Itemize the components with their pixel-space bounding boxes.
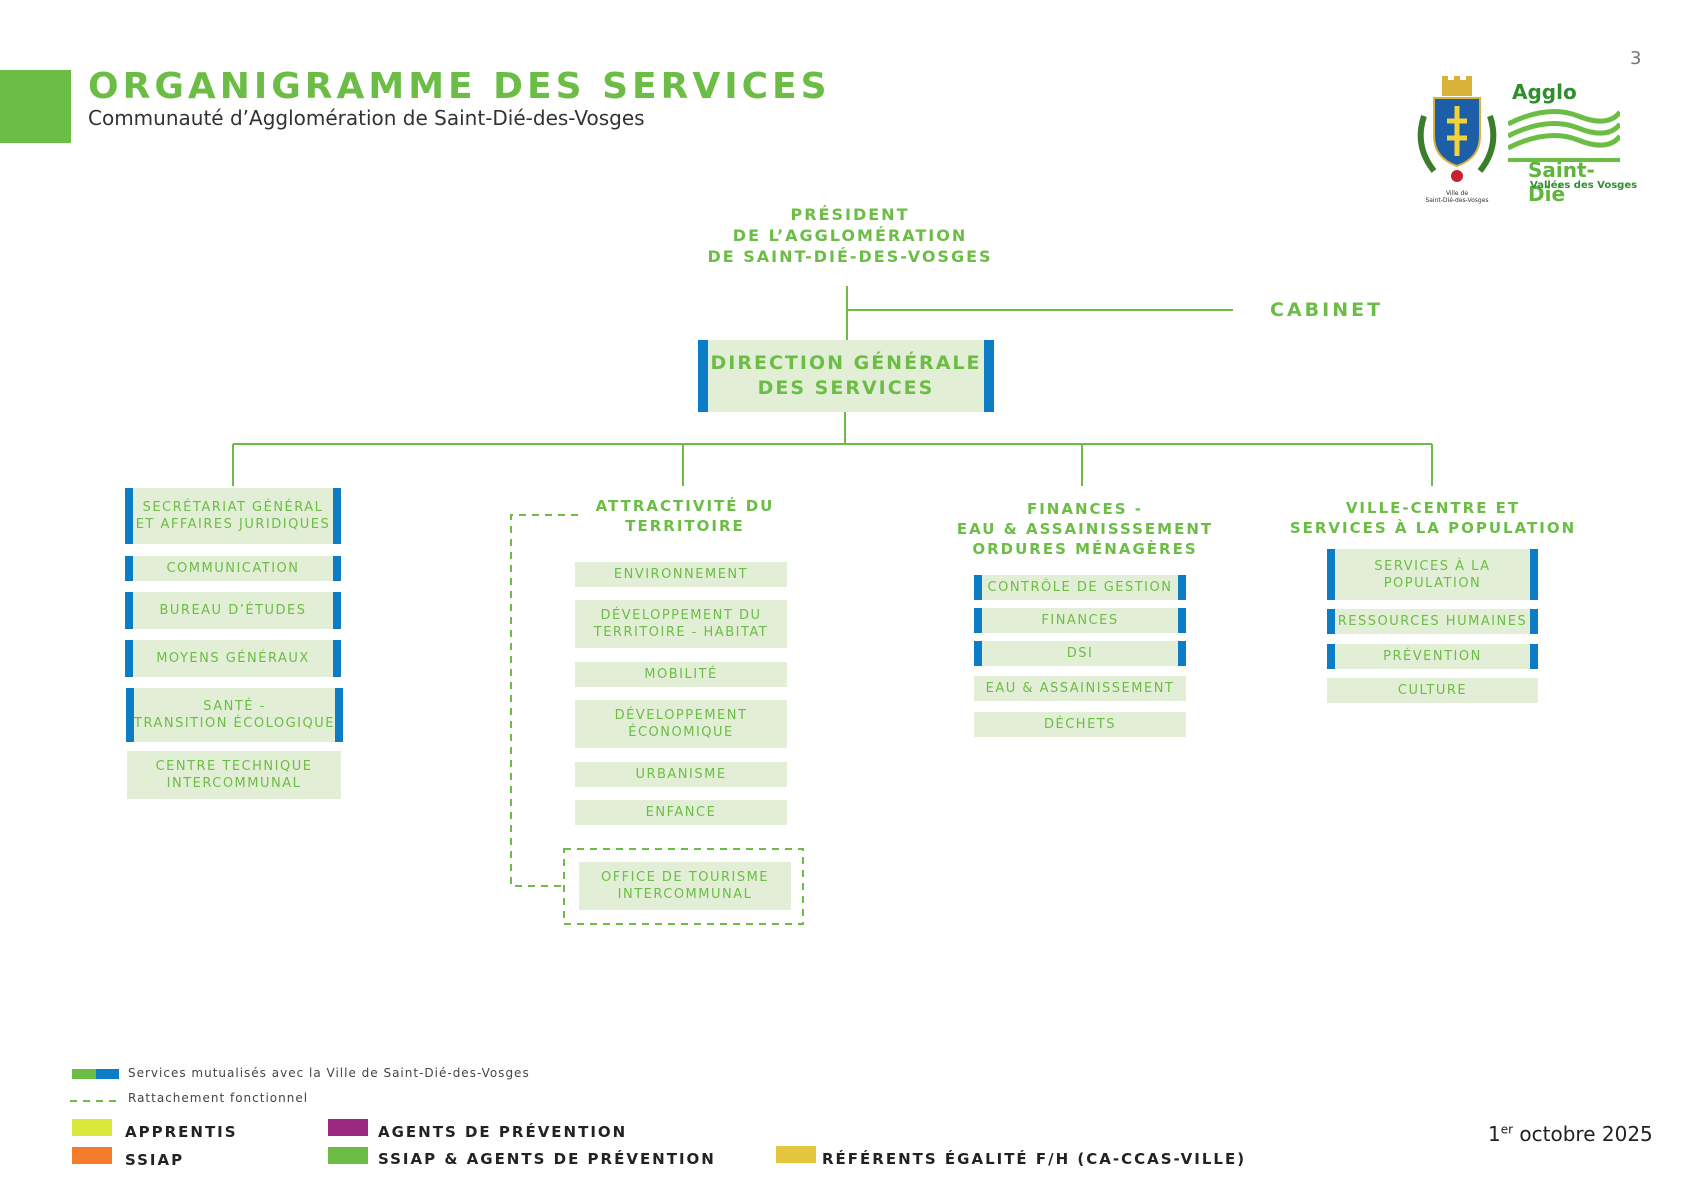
service-moyens-generaux: MOYENS GÉNÉRAUX (125, 640, 341, 677)
service-enfance: ENFANCE (575, 800, 787, 825)
legend-ssiap-swatch (72, 1147, 112, 1164)
service-eau-assainissement: EAU & ASSAINISSEMENT (974, 676, 1186, 701)
page-title: ORGANIGRAMME DES SERVICES (88, 66, 831, 107)
header-accent-block (0, 70, 71, 143)
city-coat-of-arms-logo: Ville de Saint-Dié-des-Vosges (1414, 76, 1500, 204)
city-logo-caption-1: Ville de (1445, 190, 1469, 197)
legend-ssiap-agents-label: SSIAP & AGENTS DE PRÉVENTION (378, 1150, 716, 1168)
agglo-logo-city: Saint-Dié (1528, 158, 1595, 206)
cabinet-label: CABINET (1270, 299, 1384, 321)
dgs-box: DIRECTION GÉNÉRALE DES SERVICES (698, 340, 994, 412)
page-number: 3 (1630, 48, 1642, 69)
legend-ssiap-label: SSIAP (125, 1151, 185, 1169)
legend-referents-label: RÉFÉRENTS ÉGALITÉ F/H (CA-CCAS-VILLE) (822, 1150, 1247, 1168)
legend-referents-swatch (776, 1146, 816, 1163)
agglo-logo-word: Agglo (1512, 80, 1577, 104)
legend-mutualised-swatch-blue (96, 1069, 119, 1079)
office-dashed-frame (563, 848, 804, 925)
agglo-logo: Agglo Saint-Dié Vallées des Vosges (1508, 80, 1637, 206)
service-urbanisme: URBANISME (575, 762, 787, 787)
agglo-logo-sub: Vallées des Vosges (1530, 180, 1638, 191)
legend-mutualised-swatch-green (72, 1069, 96, 1079)
coat-of-arms-icon (1417, 76, 1497, 182)
service-dechets: DÉCHETS (974, 712, 1186, 737)
legend-mutualised-label: Services mutualisés avec la Ville de Sai… (128, 1066, 530, 1080)
service-mobilite: MOBILITÉ (575, 662, 787, 687)
legend-ssiap-agents-swatch (328, 1147, 368, 1164)
service-dsi: DSI (974, 641, 1186, 666)
legend-functional-label: Rattachement fonctionnel (128, 1091, 309, 1105)
service-prevention: PRÉVENTION (1327, 644, 1538, 669)
document-date: 1er octobre 2025 (1488, 1122, 1653, 1146)
president-heading: PRÉSIDENT DE L’AGGLOMÉRATION DE SAINT-DI… (707, 205, 993, 266)
service-ressources-humaines: RESSOURCES HUMAINES (1327, 609, 1538, 634)
page-subtitle: Communauté d’Agglomération de Saint-Dié-… (88, 106, 645, 130)
service-communication: COMMUNICATION (125, 556, 341, 581)
service-environnement: ENVIRONNEMENT (575, 562, 787, 587)
service-finances: FINANCES (974, 608, 1186, 633)
legend-agents-prevention-swatch (328, 1119, 368, 1136)
service-culture: CULTURE (1327, 678, 1538, 703)
service-sante: SANTÉ -TRANSITION ÉCOLOGIQUE (126, 688, 343, 742)
service-controle-gestion: CONTRÔLE DE GESTION (974, 575, 1186, 600)
legend-apprentis-label: APPRENTIS (125, 1123, 238, 1141)
service-bureau-etudes: BUREAU D’ÉTUDES (125, 592, 341, 629)
functional-link-line (510, 514, 578, 887)
agglo-waves-icon (1508, 109, 1620, 162)
city-logo-caption-2: Saint-Dié-des-Vosges (1425, 197, 1489, 204)
legend-apprentis-swatch (72, 1119, 112, 1136)
legend-agents-prevention-label: AGENTS DE PRÉVENTION (378, 1123, 628, 1141)
